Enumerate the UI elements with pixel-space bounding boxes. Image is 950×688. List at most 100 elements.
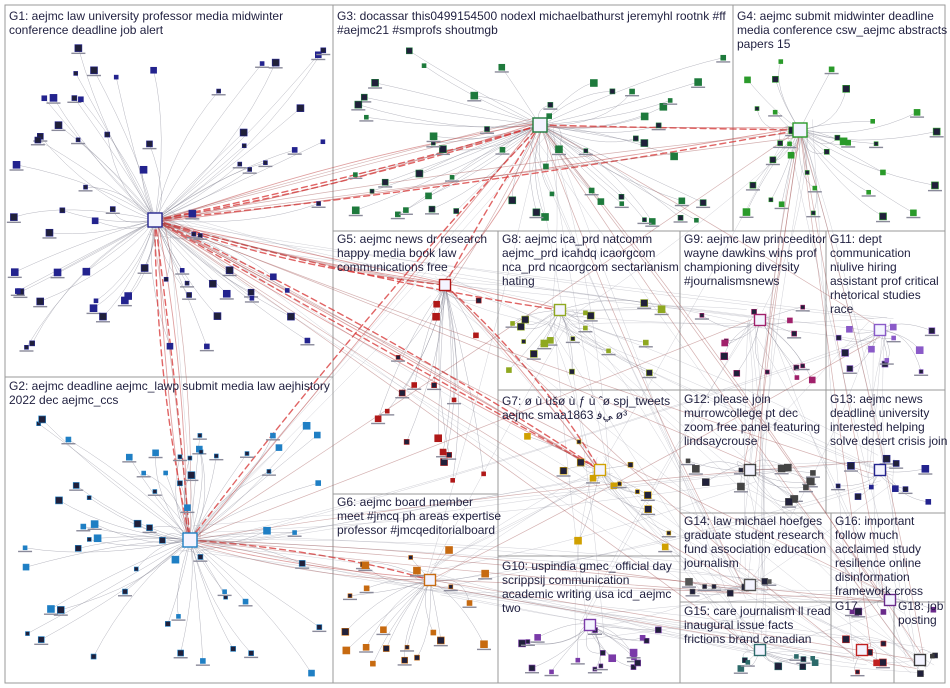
edge (154, 129, 801, 221)
edge (154, 132, 244, 221)
node-caption (824, 72, 839, 75)
user-node (188, 209, 197, 218)
node-caption (876, 220, 891, 223)
node-caption (242, 172, 257, 174)
user-node (197, 554, 204, 560)
user-node (370, 660, 376, 667)
user-node (884, 358, 890, 363)
user-node (177, 454, 183, 460)
node-caption (371, 422, 386, 425)
node-caption (255, 66, 270, 68)
edge (179, 482, 743, 534)
edge (755, 484, 891, 583)
user-node (351, 206, 360, 215)
edge (736, 319, 761, 374)
user-node (434, 434, 442, 443)
user-node (197, 433, 203, 438)
node-caption (785, 134, 800, 137)
user-node (398, 389, 406, 397)
edge (559, 299, 645, 311)
node-caption (87, 74, 102, 77)
user-node (446, 452, 452, 458)
user-node (425, 192, 432, 200)
node-caption (426, 146, 441, 148)
node-caption (193, 560, 208, 562)
user-node (75, 137, 81, 143)
edge (93, 539, 191, 657)
node-caption (803, 486, 818, 488)
user-node (12, 161, 21, 169)
user-node (720, 352, 729, 361)
node-caption (505, 326, 520, 328)
edge (154, 90, 219, 221)
edge (200, 539, 754, 571)
edge (757, 592, 887, 603)
user-node (678, 197, 686, 205)
edge (444, 284, 601, 471)
node-caption (583, 320, 598, 322)
edge (154, 219, 882, 477)
edge (501, 67, 541, 126)
hub-node (792, 122, 808, 138)
edge (154, 50, 324, 221)
edge (147, 218, 446, 286)
user-node (29, 340, 35, 347)
user-node (429, 132, 438, 141)
edge (377, 284, 446, 420)
group-box-g18 (893, 601, 946, 684)
edge (751, 312, 763, 648)
edge (346, 579, 431, 651)
edge (748, 318, 766, 641)
edge (192, 122, 538, 543)
user-node (633, 135, 639, 142)
edge (374, 82, 541, 126)
edge (799, 129, 936, 186)
user-node (855, 669, 860, 675)
user-node (415, 169, 424, 178)
edge (189, 539, 917, 669)
node-caption (851, 616, 866, 618)
user-node (241, 143, 247, 149)
edge (457, 287, 883, 472)
node-caption (578, 331, 593, 333)
user-node (800, 304, 806, 310)
user-node (384, 408, 390, 414)
node-caption (694, 318, 709, 320)
edge (525, 132, 740, 580)
user-node (643, 491, 652, 499)
edge (154, 203, 319, 223)
user-node (913, 109, 921, 116)
user-node (152, 489, 158, 494)
user-node (842, 85, 850, 93)
node-caption (525, 672, 540, 674)
node-caption (578, 153, 593, 156)
node-caption (642, 376, 657, 379)
edge (154, 219, 191, 541)
edge (438, 289, 547, 325)
node-caption (906, 216, 921, 219)
node-caption (565, 341, 580, 344)
user-node (37, 636, 45, 643)
user-node (163, 276, 169, 282)
user-node (371, 79, 379, 87)
user-node (25, 631, 30, 636)
node-caption (359, 120, 374, 122)
user-node (733, 370, 741, 377)
user-node (794, 375, 800, 380)
edge (176, 538, 764, 581)
edge (154, 219, 208, 347)
node-caption (587, 672, 602, 674)
user-node (292, 530, 297, 535)
edge (157, 221, 188, 539)
node-caption (716, 61, 731, 63)
edge (578, 593, 882, 641)
user-node (74, 44, 83, 52)
user-node (517, 322, 525, 331)
user-node (799, 663, 807, 670)
user-node (555, 145, 563, 154)
edge (189, 448, 203, 541)
edge (452, 282, 763, 328)
